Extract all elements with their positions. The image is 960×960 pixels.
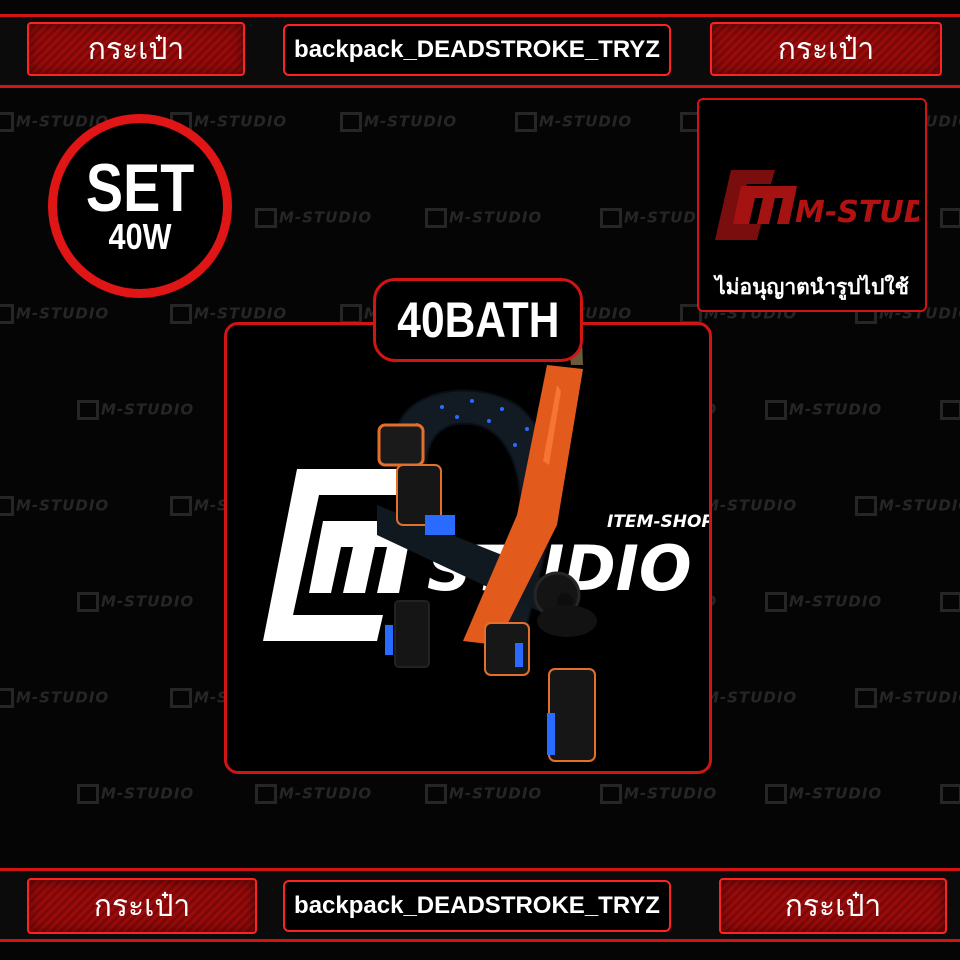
watermark-tile: M-STUDIO bbox=[0, 496, 109, 516]
footer-category-right: กระเป๋า bbox=[719, 878, 947, 934]
m-studio-logo: M-STUDIO bbox=[715, 170, 919, 240]
watermark-tile: M-STUDIO bbox=[855, 496, 960, 516]
watermark-tile: M-STUDIO bbox=[940, 400, 960, 420]
watermark-tile: M-STUDIO bbox=[77, 592, 194, 612]
watermark-tile: M-STUDIO bbox=[515, 112, 632, 132]
set-badge-subtitle: 40W bbox=[108, 216, 172, 257]
set-badge: SET 40W bbox=[48, 114, 232, 298]
watermark-tile: M-STUDIO bbox=[0, 112, 109, 132]
watermark-tile: M-STUDIO bbox=[765, 592, 882, 612]
watermark-tile: M-STUDIO bbox=[77, 400, 194, 420]
watermark-tile: M-STUDIO bbox=[855, 688, 960, 708]
no-reuse-warning: ไม่อนุญาตนำรูปไปใช้ bbox=[715, 275, 909, 299]
watermark-tile: M-STUDIO bbox=[940, 592, 960, 612]
watermark-tile: M-STUDIO bbox=[940, 208, 960, 228]
watermark-tile: M-STUDIO bbox=[340, 112, 457, 132]
watermark-tile: M-STUDIO bbox=[255, 208, 372, 228]
watermark-tile: M-STUDIO bbox=[600, 784, 717, 804]
watermark-tile: M-STUDIO bbox=[255, 784, 372, 804]
price-tag: 40BATH bbox=[373, 278, 583, 362]
watermark-tile: M-STUDIO bbox=[425, 784, 542, 804]
backpack-illustration: STUDIO ITEM-SHOP bbox=[263, 325, 709, 762]
logo-card-text: M-STUDIO bbox=[795, 195, 919, 230]
header-item-name: backpack_DEADSTROKE_TRYZ bbox=[283, 24, 671, 76]
price-text: 40BATH bbox=[396, 292, 560, 348]
watermark-tile: M-STUDIO bbox=[77, 784, 194, 804]
watermark-tile: M-STUDIO bbox=[600, 208, 717, 228]
watermark-tile: M-STUDIO bbox=[765, 784, 882, 804]
footer-category-left: กระเป๋า bbox=[27, 878, 257, 934]
header-category-left: กระเป๋า bbox=[27, 22, 245, 76]
watermark-tile: M-STUDIO bbox=[0, 304, 109, 324]
header-category-right: กระเป๋า bbox=[710, 22, 942, 76]
watermark-tile: M-STUDIO bbox=[765, 400, 882, 420]
watermark-tile: M-STUDIO bbox=[170, 304, 287, 324]
product-image-panel: STUDIO ITEM-SHOP bbox=[224, 322, 712, 774]
watermark-tile: M-STUDIO bbox=[940, 784, 960, 804]
studio-logo-tagline: ITEM-SHOP bbox=[607, 512, 709, 532]
logo-card: M-STUDIO ไม่อนุญาตนำรูปไปใช้ bbox=[697, 98, 927, 312]
footer-item-name: backpack_DEADSTROKE_TRYZ bbox=[283, 880, 671, 932]
set-badge-title: SET bbox=[85, 150, 195, 226]
watermark-tile: M-STUDIO bbox=[425, 208, 542, 228]
watermark-tile: M-STUDIO bbox=[0, 688, 109, 708]
studio-logo bbox=[263, 469, 415, 641]
